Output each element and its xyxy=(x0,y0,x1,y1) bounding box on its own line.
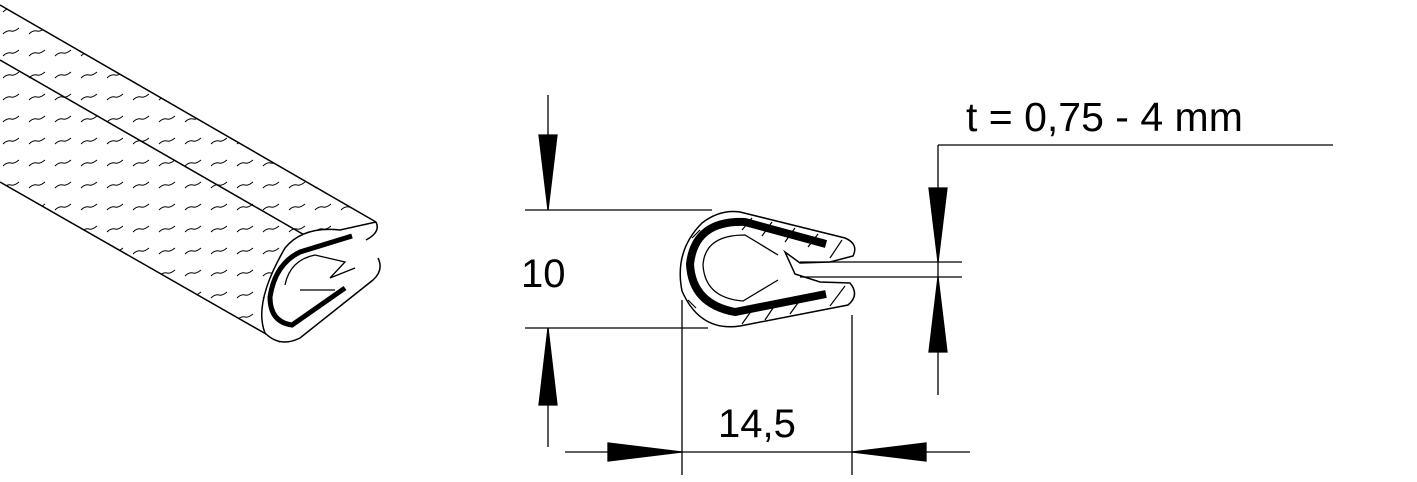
cross-section-profile xyxy=(679,210,856,328)
thickness-range-label: t = 0,75 - 4 mm xyxy=(966,94,1243,140)
dimension-lines xyxy=(525,95,1333,475)
isometric-edge-trim-view xyxy=(0,4,381,343)
width-dimension-label: 14,5 xyxy=(718,402,796,446)
height-dimension-label: 10 xyxy=(521,252,566,296)
